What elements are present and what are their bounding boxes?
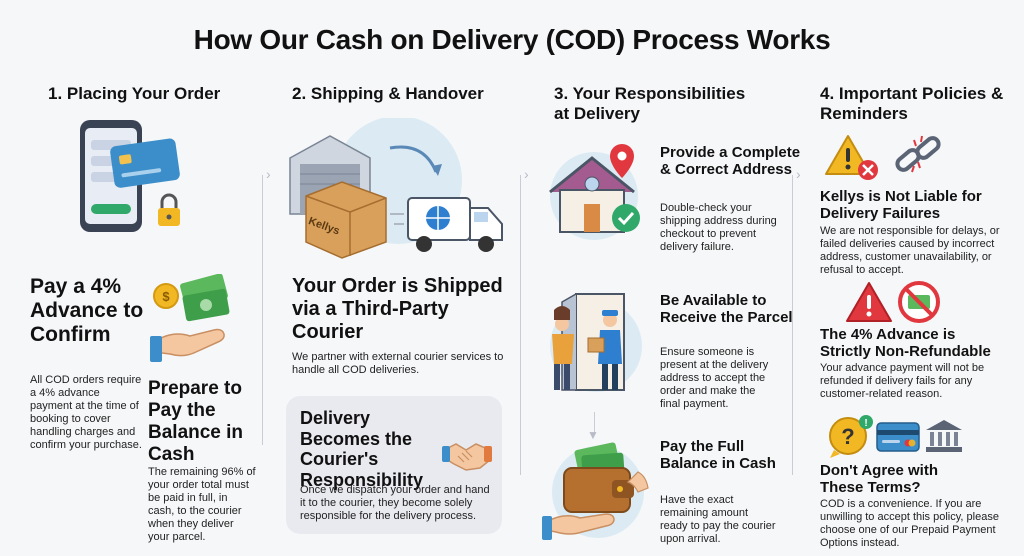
address-title: Provide a Complete & Correct Address xyxy=(660,144,801,178)
bank-icon xyxy=(924,418,964,454)
col4-heading: 4. Important Policies & Reminders xyxy=(820,84,1004,123)
no-refund-icon xyxy=(896,280,942,324)
balance-body: Have the exact remaining amount ready to… xyxy=(660,494,776,545)
terms-body: COD is a convenience. If you are unwilli… xyxy=(820,498,999,549)
warehouse-truck-illustration: Kellys xyxy=(286,118,506,268)
advance-body: All COD orders require a 4% advance paym… xyxy=(30,374,142,451)
availability-title: Be Available to Receive the Parcel xyxy=(660,292,793,326)
svg-text:$: $ xyxy=(162,289,170,304)
warning-icon xyxy=(824,132,880,182)
chevron-right-icon: › xyxy=(524,166,529,182)
connector-line xyxy=(520,175,521,475)
availability-body: Ensure someone is present at the deliver… xyxy=(660,346,769,410)
advance-title: Pay a 4% Advance to Confirm xyxy=(30,275,144,347)
cash-hand-illustration: $ xyxy=(150,274,234,366)
chevron-down-icon: ▼ xyxy=(587,428,599,442)
door-delivery-illustration xyxy=(542,290,652,398)
question-icon: ? ! xyxy=(826,414,874,460)
handshake-icon xyxy=(442,438,492,472)
resp-title: Delivery Becomes the Courier's Responsib… xyxy=(300,408,424,491)
chevron-right-icon: › xyxy=(266,166,271,182)
prepare-body: The remaining 96% of your order total mu… xyxy=(148,466,256,543)
svg-text:!: ! xyxy=(864,418,867,429)
alert-icon xyxy=(844,280,894,324)
broken-chain-icon xyxy=(890,132,946,182)
prepare-title: Prepare to Pay the Balance in Cash xyxy=(148,378,244,465)
phone-card-illustration xyxy=(76,118,196,238)
col1-heading: 1. Placing Your Order xyxy=(48,84,221,103)
nonrefund-title: The 4% Advance is Strictly Non-Refundabl… xyxy=(820,326,991,360)
resp-body: Once we dispatch your order and hand it … xyxy=(300,484,490,522)
credit-card-icon xyxy=(876,422,920,452)
shipped-body: We partner with external courier service… xyxy=(292,351,504,376)
nonrefund-body: Your advance payment will not be refunde… xyxy=(820,362,985,400)
svg-text:?: ? xyxy=(841,424,854,449)
liability-body: We are not responsible for delays, or fa… xyxy=(820,225,1000,276)
chevron-right-icon: › xyxy=(796,166,801,182)
wallet-hand-illustration xyxy=(542,436,652,542)
balance-title: Pay the Full Balance in Cash xyxy=(660,438,776,472)
house-location-illustration xyxy=(542,140,652,240)
connector-line xyxy=(594,412,595,434)
page-title: How Our Cash on Delivery (COD) Process W… xyxy=(193,24,831,55)
connector-line xyxy=(262,175,263,445)
address-body: Double-check your shipping address durin… xyxy=(660,202,777,253)
shipped-title: Your Order is Shipped via a Third-Party … xyxy=(292,275,503,343)
terms-title: Don't Agree with These Terms? xyxy=(820,462,939,496)
liability-title: Kellys is Not Liable for Delivery Failur… xyxy=(820,188,982,222)
connector-line xyxy=(792,175,793,475)
col3-heading: 3. Your Responsibilities at Delivery xyxy=(554,84,746,123)
col2-heading: 2. Shipping & Handover xyxy=(292,84,484,103)
